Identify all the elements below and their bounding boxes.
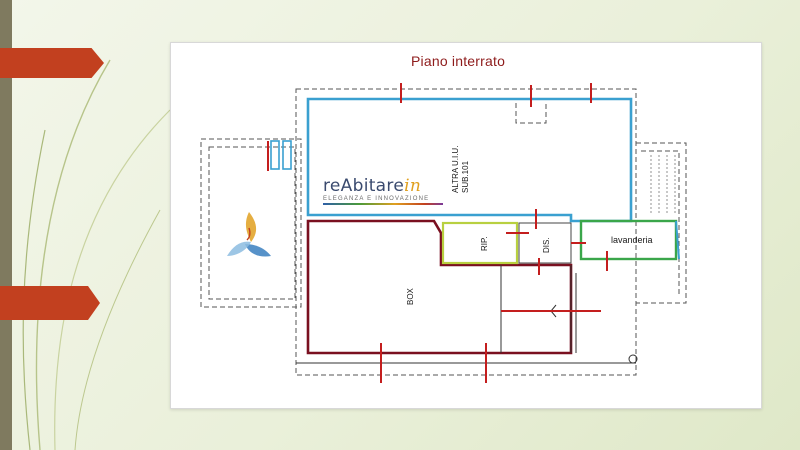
room-box-label: BOX [406,287,415,305]
window-markers [270,140,292,170]
room-hall-label: DIS. [542,237,551,253]
slide-accent-tab-top [0,48,104,78]
room-storage-outline [441,221,519,265]
inner-walls [296,265,636,364]
brand-tagline: ELEGANZA E INNOVAZIONE [323,196,430,202]
brand-name: reAbitare [323,176,405,196]
room-other-unit-outline [306,97,633,223]
room-other-unit-label-line1: ALTRA U.I.U. [451,146,460,193]
slide-left-bar [0,0,12,450]
brand-color-strip [323,203,443,205]
triangle-swirl-logo-icon [227,212,271,257]
floor-plan-drawing: ALTRA U.I.U. SUB.101 BOX RIP. DIS. lavan… [200,83,687,383]
outer-dashed-perimeter [200,88,687,376]
stair-hatching [650,155,676,213]
room-laundry-label: lavanderia [611,235,653,245]
slide-accent-tab-middle [0,286,100,320]
room-storage-label: RIP. [480,236,489,251]
floor-plan-sheet: Piano interrato [170,42,762,409]
laundry-blue-edge [675,220,680,260]
brand-logo: reAbitarein ELEGANZA E INNOVAZIONE [323,177,443,205]
room-laundry-outline [579,219,678,261]
brand-name-suffix: in [404,176,422,196]
plan-title: Piano interrato [411,53,506,69]
room-other-unit-label-line2: SUB.101 [461,160,470,193]
room-box-outline [306,219,573,355]
door-markers [267,83,608,383]
drain-symbol [628,354,638,364]
